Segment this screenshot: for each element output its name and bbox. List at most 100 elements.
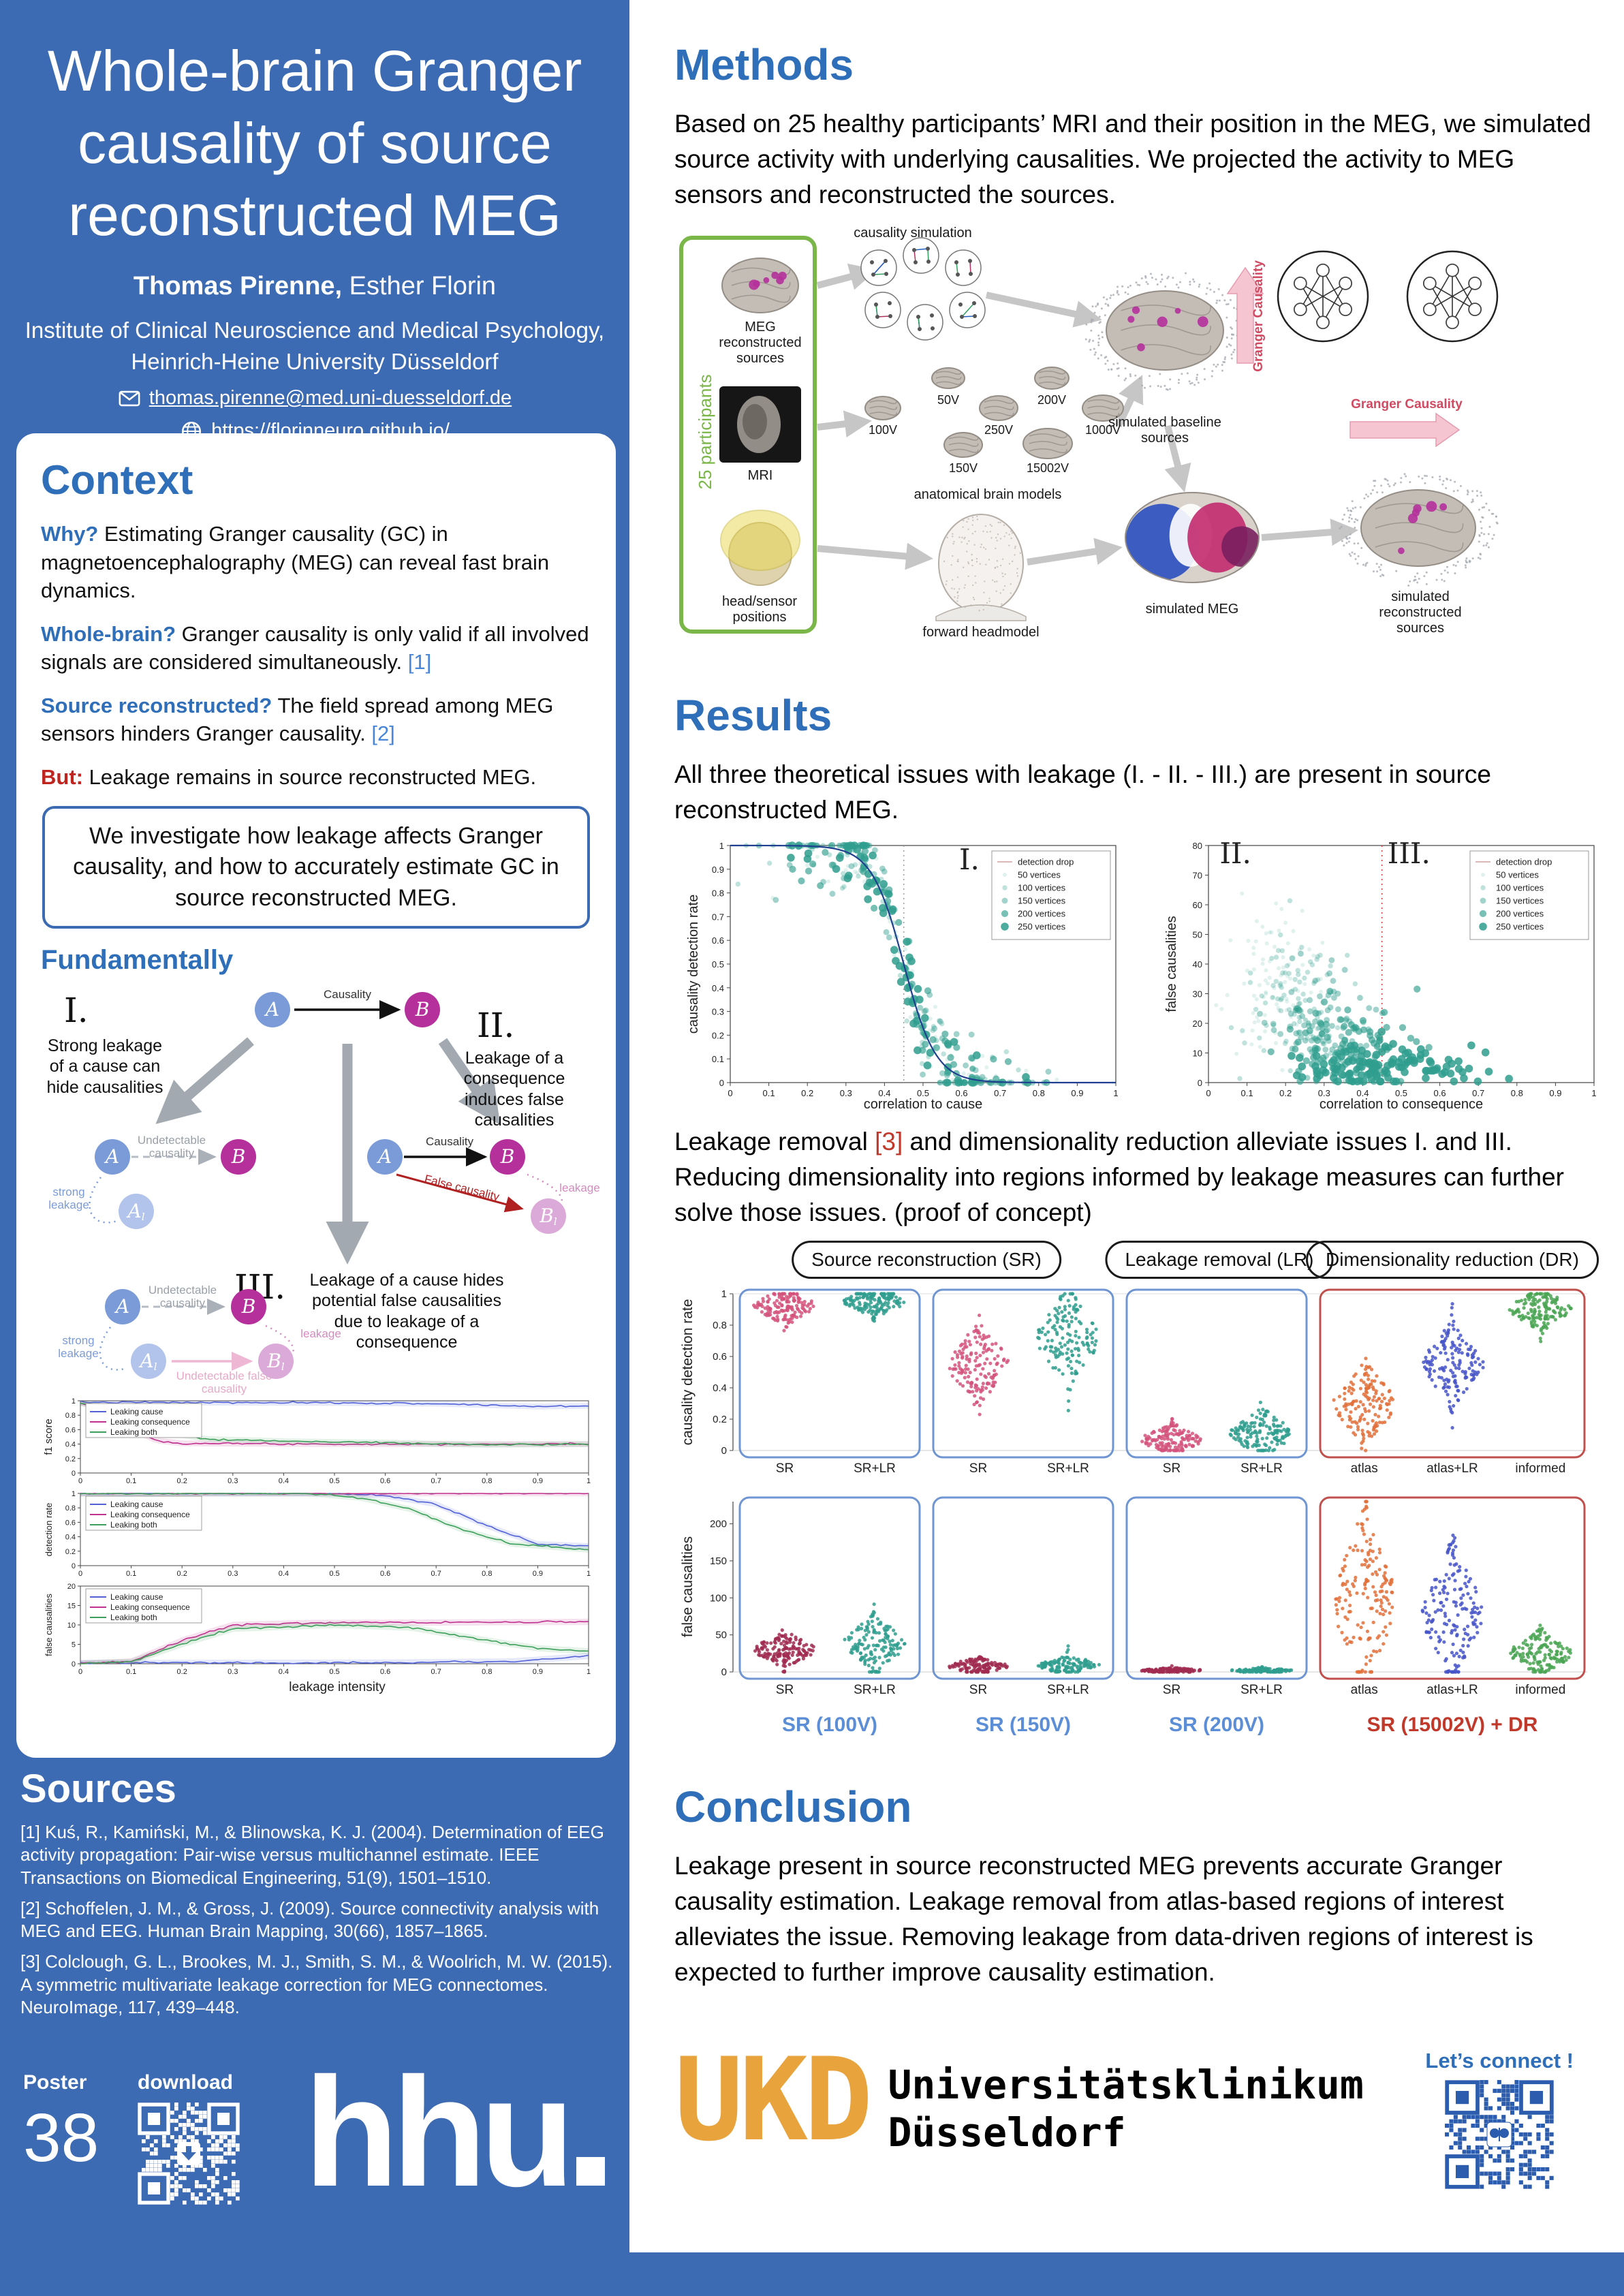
model-50v-label: 50V bbox=[937, 393, 960, 407]
beeswarm-captions: SR (100V)SR (150V)SR (200V)SR (15002V) +… bbox=[674, 1713, 1601, 1745]
svg-text:0.7: 0.7 bbox=[1472, 1088, 1484, 1098]
methods-text: Based on 25 healthy participants’ MRI an… bbox=[674, 110, 1591, 208]
svg-text:SR: SR bbox=[776, 1683, 794, 1697]
context-panel: Context Why? Estimating Granger causalit… bbox=[16, 433, 616, 1758]
issue-i-caption: Strong leakage of a cause can hide causa… bbox=[46, 1036, 163, 1097]
svg-text:0.1: 0.1 bbox=[126, 1570, 136, 1578]
svg-text:0.5: 0.5 bbox=[329, 1570, 339, 1578]
node-a-letter: A bbox=[140, 1350, 154, 1373]
svg-text:0.5: 0.5 bbox=[917, 1088, 929, 1098]
svg-text:0.1: 0.1 bbox=[1241, 1088, 1253, 1098]
svg-text:0.8: 0.8 bbox=[1033, 1088, 1045, 1098]
svg-text:0.2: 0.2 bbox=[177, 1570, 187, 1578]
node-a: A bbox=[367, 1138, 403, 1175]
svg-text:100: 100 bbox=[710, 1593, 727, 1604]
svg-text:atlas+LR: atlas+LR bbox=[1426, 1461, 1478, 1476]
svg-text:0.2: 0.2 bbox=[177, 1668, 187, 1676]
svg-text:40: 40 bbox=[1193, 959, 1202, 969]
svg-text:0.8: 0.8 bbox=[712, 888, 724, 899]
svg-text:detection drop: detection drop bbox=[1496, 856, 1552, 867]
svg-text:0.6: 0.6 bbox=[380, 1668, 390, 1676]
causality-label-2: Causality bbox=[426, 1134, 473, 1148]
context-why: Why? Estimating Granger causality (GC) i… bbox=[41, 520, 591, 605]
svg-text:causality detection rate: causality detection rate bbox=[680, 1299, 696, 1446]
context-but: But: Leakage remains in source reconstru… bbox=[41, 763, 591, 792]
reference-1: [1] Kuś, R., Kamiński, M., & Blinowska, … bbox=[20, 1822, 604, 1888]
svg-text:0.4: 0.4 bbox=[279, 1477, 289, 1485]
svg-text:informed: informed bbox=[1515, 1461, 1565, 1476]
svg-text:200 vertices: 200 vertices bbox=[1496, 908, 1544, 918]
mail-icon bbox=[119, 390, 140, 406]
sources-heading: Sources bbox=[20, 1767, 176, 1811]
figure-group-headers: Source reconstruction (SR) Leakage remov… bbox=[674, 1241, 1601, 1284]
svg-text:SR+LR: SR+LR bbox=[1240, 1683, 1283, 1697]
email-link[interactable]: thomas.pirenne@med.uni-duesseldorf.de bbox=[149, 387, 512, 409]
svg-text:1: 1 bbox=[587, 1570, 591, 1578]
connect-block: Let’s connect ! bbox=[1425, 2049, 1574, 2192]
svg-text:SR: SR bbox=[776, 1461, 794, 1476]
node-sub-l: l bbox=[141, 1210, 145, 1223]
svg-text:1: 1 bbox=[719, 841, 724, 851]
svg-text:1: 1 bbox=[721, 1288, 727, 1300]
svg-text:0.2: 0.2 bbox=[712, 1030, 724, 1040]
node-b: B bbox=[221, 1138, 256, 1175]
svg-text:0.6: 0.6 bbox=[65, 1426, 76, 1434]
node-b-letter: B bbox=[241, 1295, 256, 1318]
svg-text:Leaking cause: Leaking cause bbox=[110, 1500, 163, 1509]
node-a: A bbox=[255, 991, 290, 1027]
reference-mark-2: [2] bbox=[371, 722, 395, 746]
svg-text:0: 0 bbox=[72, 1470, 76, 1478]
svg-text:Leaking consequence: Leaking consequence bbox=[110, 1510, 190, 1519]
svg-text:0.4: 0.4 bbox=[1356, 1088, 1369, 1098]
svg-text:0.4: 0.4 bbox=[65, 1441, 76, 1449]
svg-text:Leaking both: Leaking both bbox=[110, 1427, 157, 1437]
svg-text:informed: informed bbox=[1515, 1683, 1565, 1697]
poster-title: Whole-brain Granger causality of source … bbox=[47, 39, 582, 247]
svg-text:0.8: 0.8 bbox=[482, 1477, 492, 1485]
beeswarm-caption: SR (200V) bbox=[1168, 1713, 1265, 1737]
svg-text:0.1: 0.1 bbox=[126, 1668, 136, 1676]
right-footer: UKD Universitätsklinikum Düsseldorf Let’… bbox=[674, 2032, 1604, 2192]
svg-text:10: 10 bbox=[1193, 1048, 1202, 1058]
meg-sources-label: MEG reconstructed sources bbox=[719, 320, 802, 367]
svg-text:100 vertices: 100 vertices bbox=[1018, 882, 1066, 893]
svg-text:150: 150 bbox=[710, 1555, 727, 1567]
svg-text:Leaking both: Leaking both bbox=[110, 1520, 157, 1530]
group-header-source-reconstruction: Source reconstruction (SR) bbox=[792, 1241, 1061, 1279]
svg-text:0.5: 0.5 bbox=[1395, 1088, 1407, 1098]
investigation-box: We investigate how leakage affects Grang… bbox=[42, 806, 590, 929]
svg-text:0.9: 0.9 bbox=[533, 1477, 543, 1485]
svg-text:Leaking cause: Leaking cause bbox=[110, 1407, 163, 1416]
download-qr-code bbox=[138, 2103, 240, 2205]
poster-number: 38 bbox=[23, 2100, 99, 2176]
issue-ii-numeral: II. bbox=[477, 1005, 515, 1045]
svg-text:0: 0 bbox=[1198, 1078, 1202, 1088]
svg-text:10: 10 bbox=[67, 1622, 76, 1630]
svg-text:Leaking consequence: Leaking consequence bbox=[110, 1602, 190, 1612]
svg-text:0: 0 bbox=[78, 1477, 82, 1485]
svg-text:0.2: 0.2 bbox=[65, 1548, 76, 1556]
model-150v-label: 150V bbox=[948, 461, 978, 476]
source-text: The field spread among MEG sensors hinde… bbox=[41, 693, 554, 746]
node-b-letter: B bbox=[267, 1350, 281, 1373]
node-a: A bbox=[95, 1138, 130, 1175]
beeswarm-caption: SR (100V) bbox=[781, 1713, 878, 1737]
svg-text:0.4: 0.4 bbox=[712, 983, 724, 993]
svg-text:atlas+LR: atlas+LR bbox=[1426, 1683, 1478, 1697]
svg-text:0.1: 0.1 bbox=[712, 1054, 724, 1064]
context-wholebrain: Whole-brain? Granger causality is only v… bbox=[41, 620, 591, 677]
ukd-logo: UKD bbox=[674, 2032, 873, 2167]
svg-text:0.9: 0.9 bbox=[533, 1570, 543, 1578]
svg-text:150 vertices: 150 vertices bbox=[1018, 895, 1066, 905]
granger-causality-label-2: Granger Causality bbox=[1351, 397, 1463, 412]
node-b-letter: B bbox=[415, 998, 430, 1021]
proof-of-concept-figure: Source reconstruction (SR) Leakage remov… bbox=[674, 1241, 1601, 1745]
svg-text:0.4: 0.4 bbox=[878, 1088, 890, 1098]
svg-text:0.7: 0.7 bbox=[994, 1088, 1006, 1098]
svg-text:0.9: 0.9 bbox=[1549, 1088, 1561, 1098]
results-text-2-pre: Leakage removal bbox=[674, 1127, 875, 1155]
issue-iii-caption: Leakage of a cause hides potential false… bbox=[309, 1270, 504, 1352]
